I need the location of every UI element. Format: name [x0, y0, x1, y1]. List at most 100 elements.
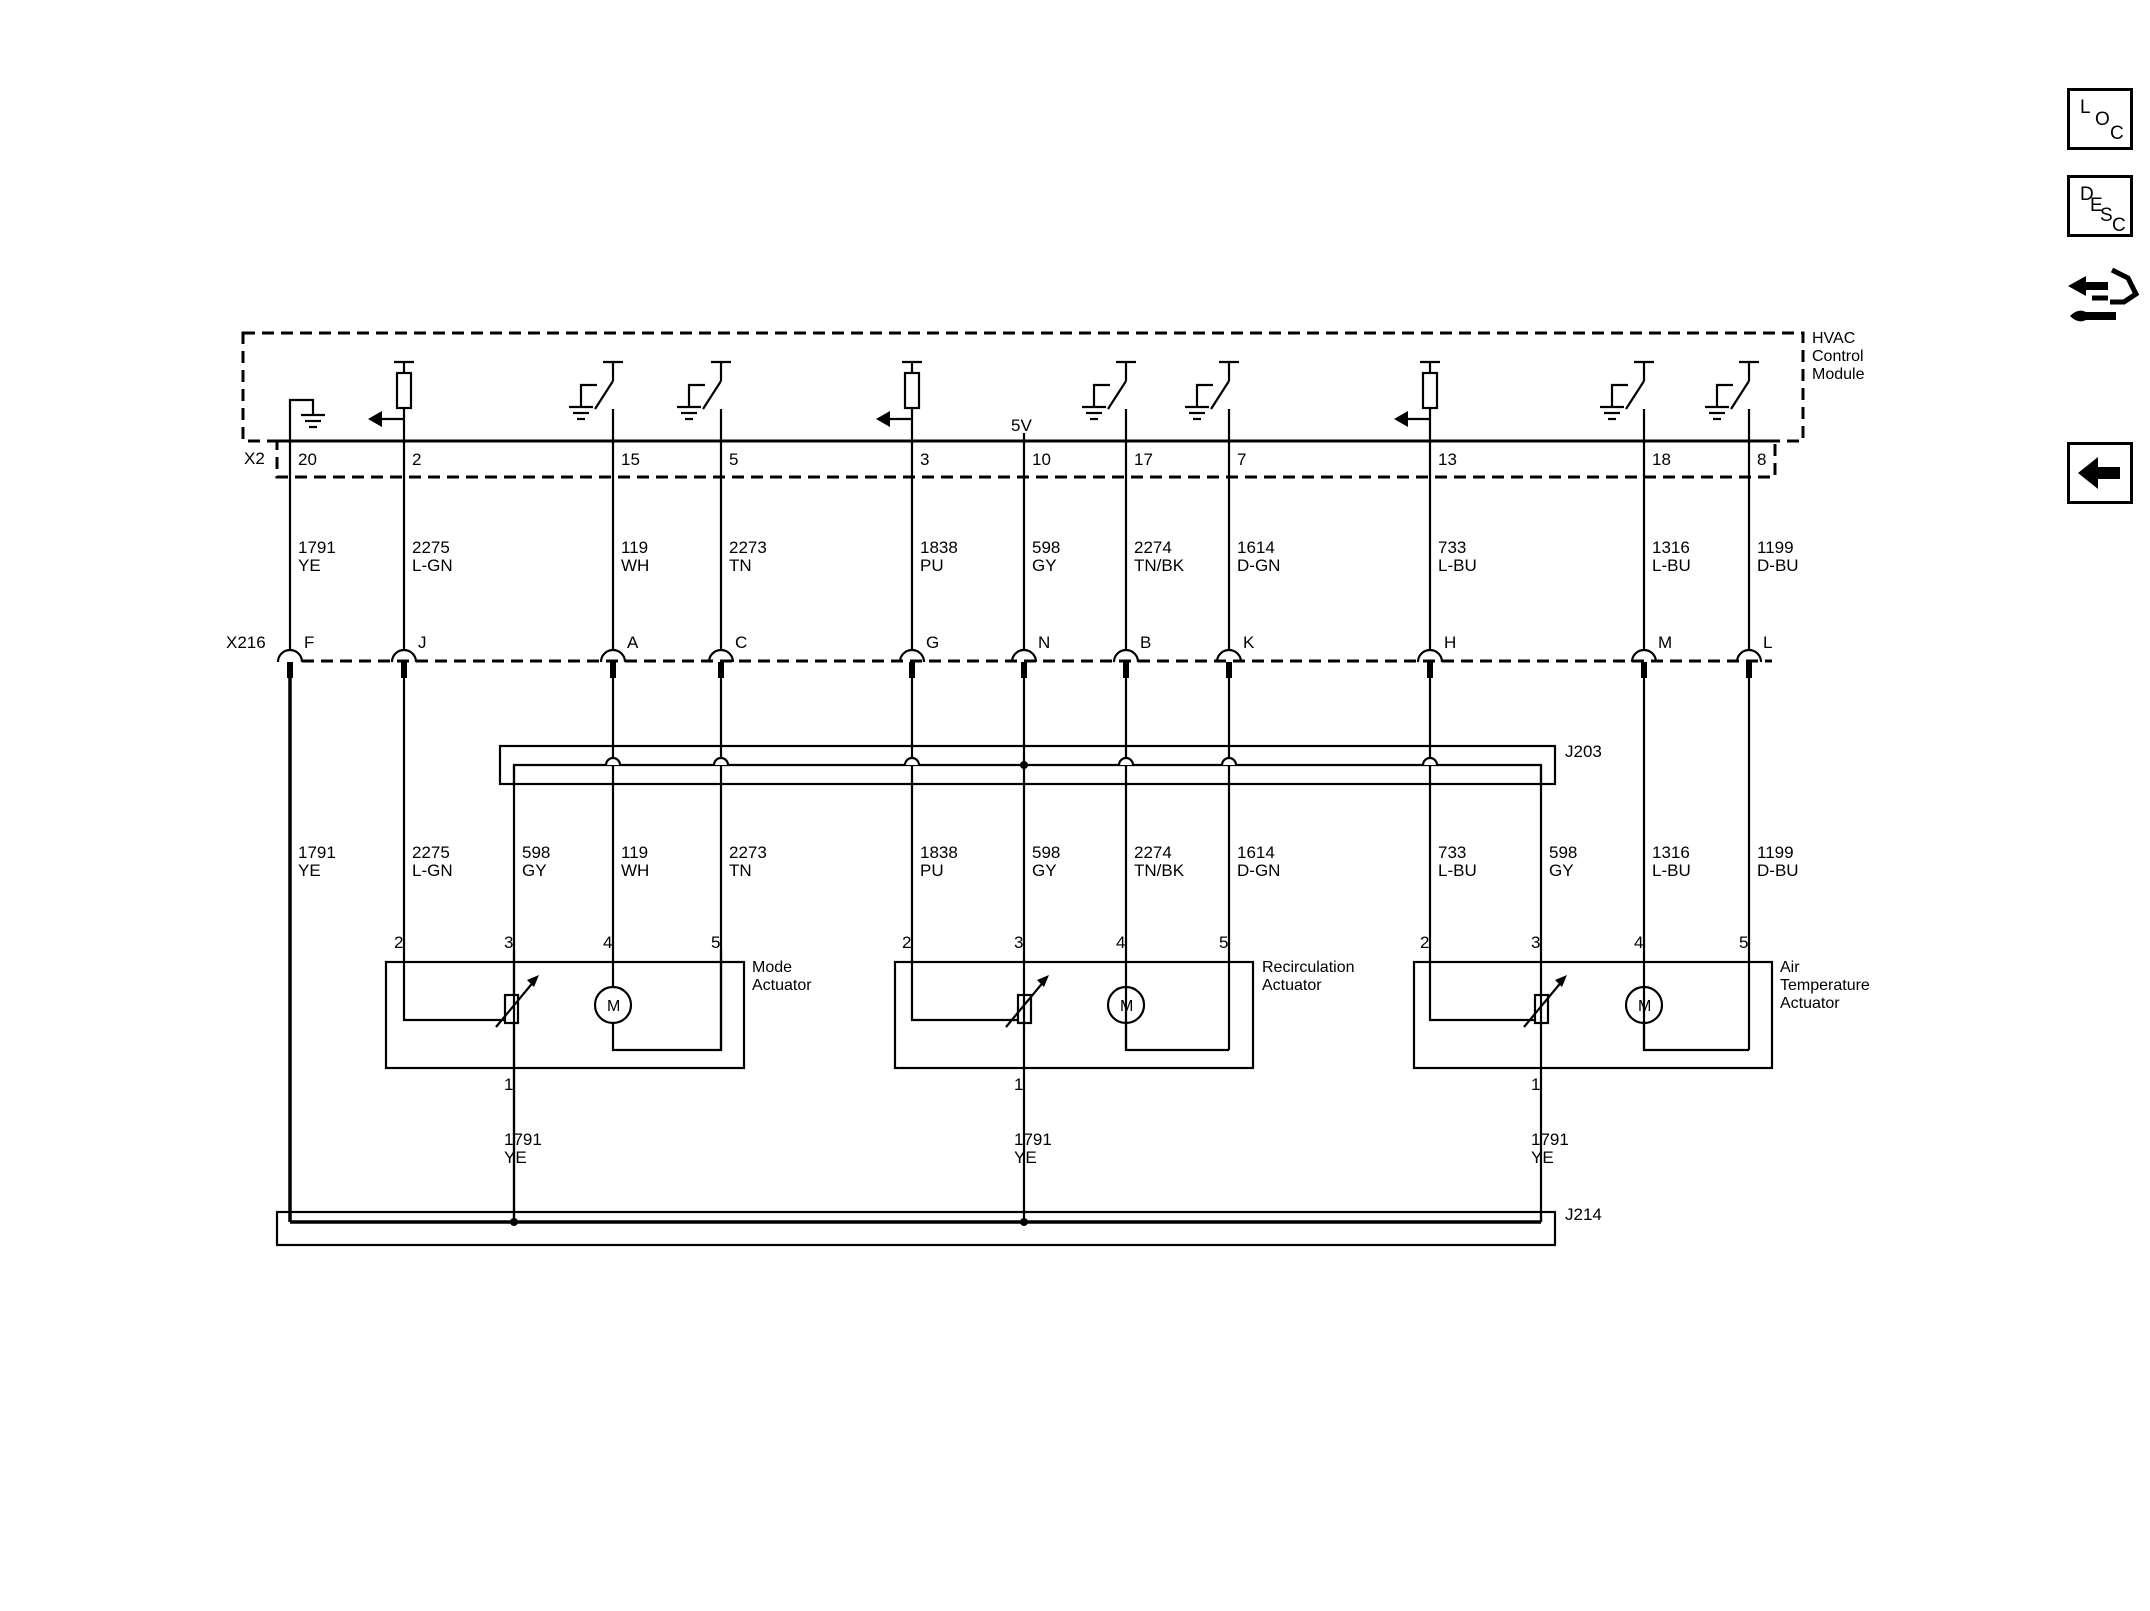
- actuator-pin-label: 5: [1219, 933, 1228, 952]
- actuator-name: Actuator: [1780, 995, 1840, 1012]
- wire-color: YE: [1014, 1148, 1037, 1167]
- circuit-number: 1791: [1531, 1130, 1569, 1149]
- circuit-number: 1791: [504, 1130, 542, 1149]
- switch-pin-17: [1082, 360, 1136, 430]
- circuit-number: 2274: [1134, 843, 1172, 862]
- circuit-number: 1791: [298, 843, 336, 862]
- x216-cavity: [1112, 648, 1140, 663]
- circuit-number: 1316: [1652, 538, 1690, 557]
- wire-color: L-BU: [1652, 861, 1691, 880]
- switch-pin-15: [569, 360, 623, 430]
- wire-color: GY: [522, 861, 547, 880]
- module-pin-label: 8: [1757, 450, 1766, 469]
- air-temperature-actuator: [1412, 950, 1774, 1070]
- back-button[interactable]: [2067, 442, 2133, 504]
- x216-cavity: [1416, 648, 1444, 663]
- actuator-ground-pin: 1: [504, 1075, 513, 1094]
- wire-color: GY: [1549, 861, 1574, 880]
- pullup-pin-2: [368, 360, 414, 427]
- module-pin-label: 20: [298, 450, 317, 469]
- actuator-pin-label: 2: [902, 933, 911, 952]
- module-pin-label: 13: [1438, 450, 1457, 469]
- x216-cavity-label: K: [1243, 633, 1255, 652]
- x216-cavity: [1630, 648, 1658, 663]
- x216-cavity: [276, 648, 304, 663]
- loc-letter-c: C: [2110, 123, 2124, 144]
- switch-pin-5: [677, 360, 731, 430]
- wire-color: L-BU: [1438, 861, 1477, 880]
- circuit-number: 598: [522, 843, 550, 862]
- location-button[interactable]: L O C: [2067, 88, 2133, 150]
- loc-letter-l: L: [2080, 97, 2091, 118]
- lower-wire-labels: 1791YE2275L-GN598GY119WH2273TN1838PU598G…: [298, 843, 1799, 880]
- actuator-name: Actuator: [752, 977, 812, 994]
- circuit-number: 1199: [1757, 843, 1794, 862]
- module-pin-label: 17: [1134, 450, 1153, 469]
- actuator-name: Recirculation: [1262, 959, 1354, 976]
- x216-cavity: [599, 648, 627, 663]
- module-pin-label: 7: [1237, 450, 1246, 469]
- circuit-number: 1614: [1237, 538, 1275, 557]
- actuator-pin-label: 4: [603, 933, 612, 952]
- x216-cavity-label: N: [1038, 633, 1050, 652]
- hvac-control-module: HVAC Control Module X2 5V: [241, 330, 1865, 479]
- motor-symbol-label: M: [607, 998, 620, 1015]
- actuator-pin-label: 2: [1420, 933, 1429, 952]
- circuit-number: 733: [1438, 843, 1466, 862]
- motor-symbol-label: M: [1120, 998, 1133, 1015]
- circuit-number: 2275: [412, 538, 450, 557]
- circuit-number: 1614: [1237, 843, 1275, 862]
- actuator-pin-label: 4: [1116, 933, 1125, 952]
- circuit-number: 119: [621, 843, 648, 862]
- actuator-name: Air: [1780, 959, 1800, 976]
- circuit-number: 1838: [920, 538, 958, 557]
- x216-cavity-label: B: [1140, 633, 1151, 652]
- splice-j203: J203: [498, 742, 1602, 786]
- module-connector-label: X2: [244, 449, 265, 468]
- actuator-pin-label: 2: [394, 933, 403, 952]
- x216-cavity-label: J: [418, 633, 427, 652]
- circuit-number: 2273: [729, 538, 767, 557]
- recirculation-actuator: [893, 950, 1255, 1070]
- module-internals: [288, 360, 1759, 650]
- actuator-pin-label: 3: [1531, 933, 1540, 952]
- wire-color: YE: [298, 556, 321, 575]
- connector-tool-icon: [2068, 267, 2140, 322]
- upper-wire-labels: 201791YEF22275L-GNJ15119WHA52273TNC31838…: [298, 450, 1799, 652]
- circuit-number: 2273: [729, 843, 767, 862]
- x216-cavity-label: G: [926, 633, 939, 652]
- supply-voltage-label: 5V: [1011, 416, 1032, 435]
- description-button[interactable]: D E S C: [2067, 175, 2133, 237]
- switch-pin-7: [1185, 360, 1239, 430]
- wire-color: YE: [504, 1148, 527, 1167]
- wire-color: D-GN: [1237, 556, 1280, 575]
- motor-symbol-label: M: [1638, 998, 1651, 1015]
- x216-cavity: [390, 648, 418, 663]
- circuit-number: 598: [1549, 843, 1577, 862]
- splice-j214: J214: [275, 1205, 1602, 1247]
- x216-cavity-label: A: [627, 633, 639, 652]
- circuit-number: 598: [1032, 843, 1060, 862]
- circuit-number: 119: [621, 538, 648, 557]
- desc-letter-d: D: [2080, 184, 2094, 205]
- wire-color: D-GN: [1237, 861, 1280, 880]
- module-pin-label: 3: [920, 450, 929, 469]
- x216-cavity: [707, 648, 735, 663]
- wire-color: GY: [1032, 861, 1057, 880]
- loc-letter-o: O: [2095, 109, 2110, 130]
- x216-connector: X216: [226, 633, 1772, 678]
- wire-color: TN: [729, 556, 752, 575]
- x216-cavity-label: M: [1658, 633, 1672, 652]
- actuator-name: Actuator: [1262, 977, 1322, 994]
- wire-color: L-GN: [412, 556, 453, 575]
- module-pin-label: 15: [621, 450, 640, 469]
- wire-color: PU: [920, 861, 944, 880]
- actuator-ground-pin: 1: [1531, 1075, 1540, 1094]
- circuit-number: 598: [1032, 538, 1060, 557]
- x216-cavity: [1735, 648, 1763, 663]
- service-info-button[interactable]: [2064, 258, 2140, 334]
- wire-color: TN/BK: [1134, 861, 1185, 880]
- x216-cavity: [1215, 648, 1243, 663]
- pullup-pin-13: [1394, 360, 1440, 427]
